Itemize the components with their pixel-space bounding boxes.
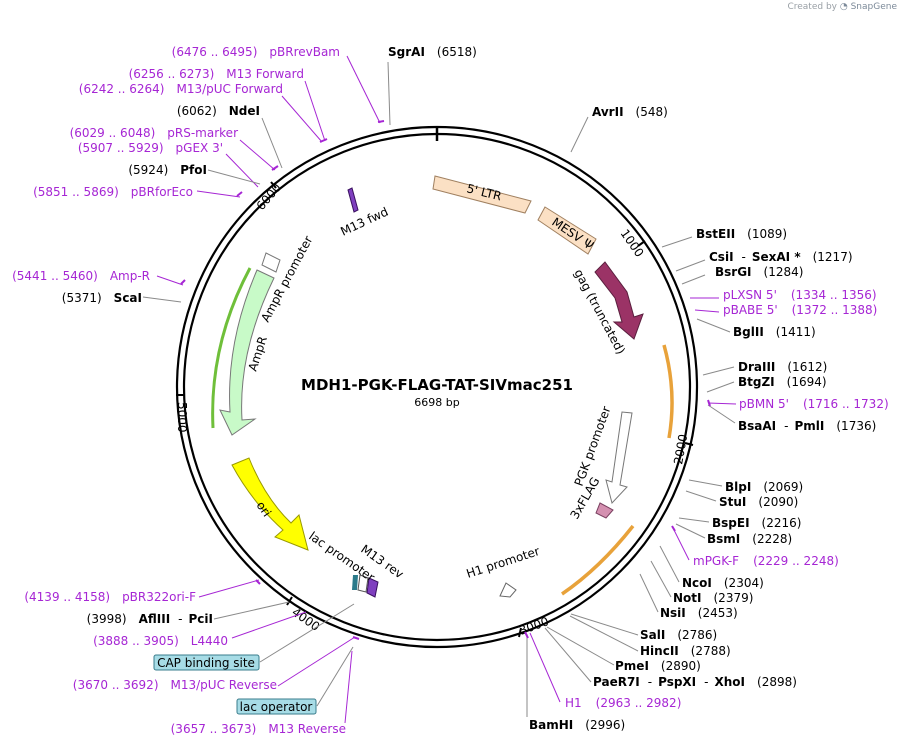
feature-m13-fwd[interactable] bbox=[347, 187, 359, 213]
feature-label-h1-promoter: H1 promoter bbox=[465, 544, 542, 581]
label-m13-puc-forward[interactable]: (6242 .. 6264)M13/pUC Forward bbox=[79, 82, 283, 96]
feature-ori[interactable] bbox=[231, 457, 309, 551]
feature-3xflag[interactable] bbox=[595, 502, 614, 519]
label-scai[interactable]: (5371)ScaI bbox=[62, 291, 142, 305]
feature-ampr-promoter[interactable] bbox=[261, 252, 281, 273]
label-nsii[interactable]: NsiI(2453) bbox=[660, 606, 738, 620]
feature-pgk-promoter[interactable] bbox=[605, 411, 633, 505]
primer-marks bbox=[180, 120, 711, 640]
label-amp-r[interactable]: (5441 .. 5460)Amp-R bbox=[12, 269, 150, 283]
label-plxsn5[interactable]: pLXSN 5'(1334 .. 1356) bbox=[723, 288, 877, 302]
label-pfoi[interactable]: (5924)PfoI bbox=[128, 163, 207, 177]
label-m13-reverse[interactable]: (3657 .. 3673)M13 Reverse bbox=[171, 722, 346, 736]
feature-label-m13-fwd: M13 fwd bbox=[338, 205, 390, 239]
label-pbmn5[interactable]: pBMN 5'(1716 .. 1732) bbox=[739, 397, 889, 411]
feature-ampr[interactable] bbox=[219, 269, 275, 436]
label-ncoi[interactable]: NcoI(2304) bbox=[682, 576, 764, 590]
label-bsteii[interactable]: BstEII(1089) bbox=[696, 227, 787, 241]
label-noti[interactable]: NotI(2379) bbox=[673, 591, 753, 605]
feature-lac-promoter[interactable] bbox=[357, 574, 369, 593]
label-pmei[interactable]: PmeI(2890) bbox=[615, 659, 701, 673]
watermark: Created by ◔ SnapGene bbox=[787, 2, 897, 12]
box-cap-binding-site[interactable]: CAP binding site bbox=[153, 654, 260, 671]
tick-3000 bbox=[518, 627, 522, 638]
orf-arc-2[interactable] bbox=[561, 524, 635, 596]
label-btgzi[interactable]: BtgZI(1694) bbox=[738, 375, 827, 389]
backbone bbox=[175, 125, 699, 649]
tick-1000 bbox=[637, 240, 646, 247]
label-paer7i-pspxi-xhoi[interactable]: PaeR7I-PspXI-XhoI(2898) bbox=[593, 675, 797, 689]
label-sgrai[interactable]: SgrAI(6518) bbox=[388, 45, 477, 59]
watermark-brand: SnapGene bbox=[850, 2, 897, 12]
label-bamhi[interactable]: BamHI(2996) bbox=[529, 718, 625, 732]
tick-label-5000: 5000 bbox=[175, 402, 189, 433]
label-lac-operator: lac operator bbox=[240, 700, 313, 714]
label-prs-marker[interactable]: (6029 .. 6048)pRS-marker bbox=[70, 126, 238, 140]
left-labels: (6476 .. 6495)pBRrevBam SgrAI(6518) (625… bbox=[12, 45, 477, 736]
tick-4000 bbox=[286, 596, 293, 606]
label-cap-binding-site: CAP binding site bbox=[157, 656, 255, 670]
label-blpi[interactable]: BlpI(2069) bbox=[725, 480, 803, 494]
feature-label-mesv-psi: MESV Ψ bbox=[549, 215, 596, 253]
label-m13-puc-reverse[interactable]: (3670 .. 3692)M13/pUC Reverse bbox=[73, 678, 277, 692]
plasmid-title: MDH1-PGK-FLAG-TAT-SIVmac251 bbox=[301, 376, 573, 394]
plasmid-length: 6698 bp bbox=[414, 396, 459, 409]
label-hincii[interactable]: HincII(2788) bbox=[640, 644, 731, 658]
feature-cap-site[interactable] bbox=[352, 575, 358, 590]
label-draiii[interactable]: DraIII(1612) bbox=[738, 360, 827, 374]
feature-mesv-psi[interactable] bbox=[537, 206, 597, 255]
feature-m13-rev[interactable] bbox=[366, 577, 379, 598]
label-l4440[interactable]: (3888 .. 3905)L4440 bbox=[93, 634, 228, 648]
right-labels: AvrII(548) BstEII(1089) CsiI-SexAI *(121… bbox=[529, 105, 889, 732]
tick-6000 bbox=[270, 181, 277, 189]
feature-label-pgk-promoter: PGK promoter bbox=[572, 404, 614, 488]
feature-h1-promoter[interactable] bbox=[499, 582, 517, 598]
label-pbrforeco[interactable]: (5851 .. 5869)pBRforEco bbox=[33, 185, 193, 199]
leader-lines-right bbox=[526, 116, 737, 717]
label-sali[interactable]: SalI(2786) bbox=[640, 628, 717, 642]
label-pbrrevbam[interactable]: (6476 .. 6495)pBRrevBam bbox=[172, 45, 340, 59]
feature-5-ltr[interactable] bbox=[432, 175, 532, 214]
label-m13-forward[interactable]: (6256 .. 6273)M13 Forward bbox=[129, 67, 304, 81]
label-stui[interactable]: StuI(2090) bbox=[719, 495, 798, 509]
label-mpgk-f[interactable]: mPGK-F(2229 .. 2248) bbox=[693, 554, 839, 568]
label-ndei[interactable]: (6062)NdeI bbox=[177, 104, 260, 118]
orf-arc-3[interactable] bbox=[211, 267, 252, 429]
label-bsaai-pmli[interactable]: BsaAI-PmlI(1736) bbox=[738, 419, 876, 433]
watermark-prefix: Created by bbox=[787, 2, 837, 12]
label-pgex3[interactable]: (5907 .. 5929)pGEX 3' bbox=[78, 141, 223, 155]
label-pbr322ori-f[interactable]: (4139 .. 4158)pBR322ori-F bbox=[24, 590, 196, 604]
tick-2000 bbox=[684, 442, 694, 446]
box-lac-operator[interactable]: lac operator bbox=[236, 698, 317, 715]
tick-label-2000: 2000 bbox=[671, 433, 690, 466]
tick-label-3000: 3000 bbox=[517, 614, 550, 638]
snapgene-logo: ◔ SnapGene bbox=[839, 2, 897, 12]
leader-lines-left bbox=[142, 55, 391, 724]
orf-arc-1[interactable] bbox=[662, 344, 674, 439]
label-csii-sexai[interactable]: CsiI-SexAI *(1217) bbox=[709, 250, 853, 264]
label-bsmi[interactable]: BsmI(2228) bbox=[707, 532, 792, 546]
label-bglii[interactable]: BglII(1411) bbox=[733, 325, 816, 339]
label-h1[interactable]: H1(2963 .. 2982) bbox=[565, 696, 681, 710]
label-pbabe5[interactable]: pBABE 5'(1372 .. 1388) bbox=[723, 303, 877, 317]
label-bsrgi[interactable]: BsrGI(1284) bbox=[715, 265, 803, 279]
feature-gag[interactable] bbox=[594, 261, 644, 340]
label-bspei[interactable]: BspEI(2216) bbox=[712, 516, 801, 530]
tick-label-6000: 6000 bbox=[254, 181, 284, 213]
label-afliii-pcii[interactable]: (3998)AflIII-PciI bbox=[87, 612, 213, 626]
label-avrii[interactable]: AvrII(548) bbox=[592, 105, 668, 119]
